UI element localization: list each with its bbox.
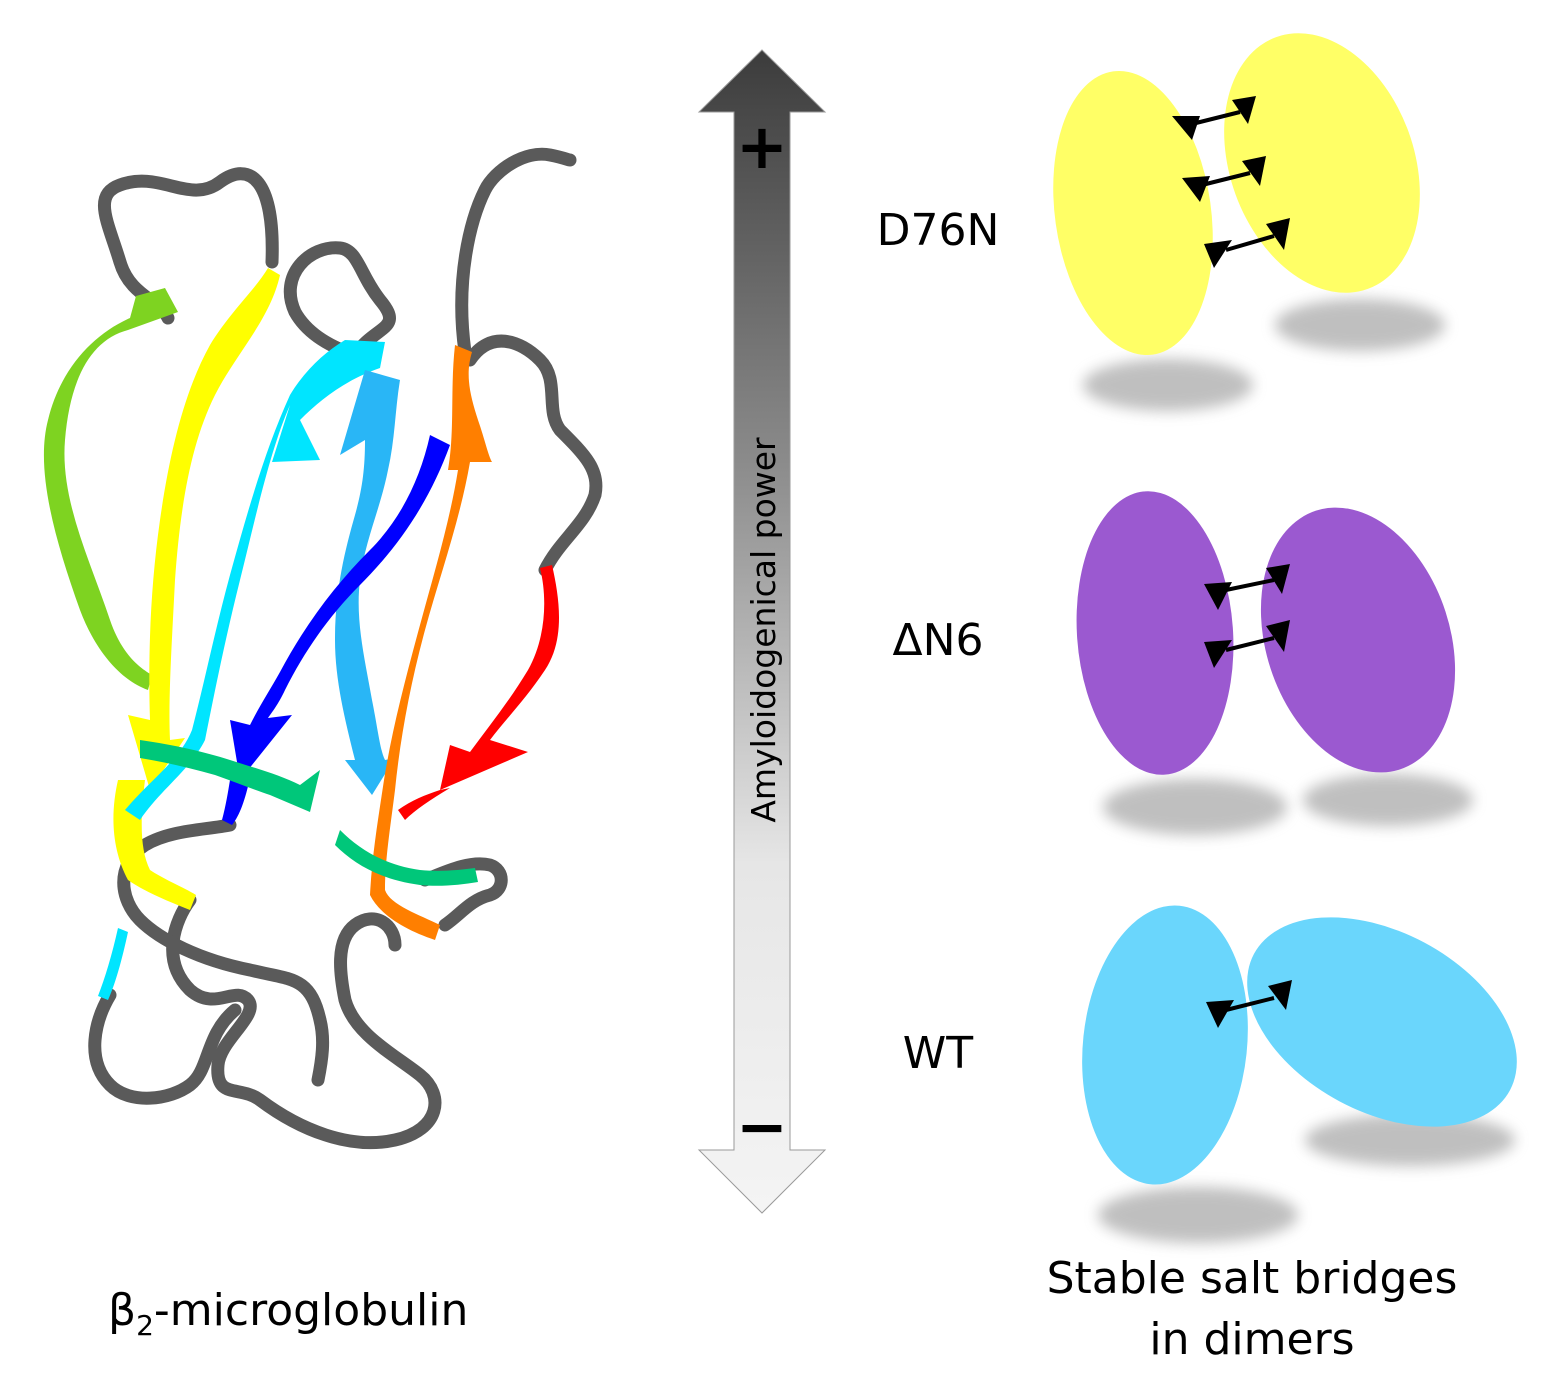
- strand-red-tail: [398, 788, 450, 820]
- strand-cyan-left: [125, 340, 385, 820]
- protein-name-suffix: -microglobulin: [154, 1285, 468, 1336]
- scale-label: Amyloidogenical power: [744, 437, 783, 823]
- caption-line-2: in dimers: [1149, 1314, 1354, 1365]
- dimer-shadow: [1098, 1187, 1298, 1243]
- dimer-dn6: [1076, 491, 1473, 835]
- strand-blue-tail: [222, 778, 250, 825]
- dimer-wt: [1082, 905, 1517, 1243]
- variant-label-wt: WT: [903, 1028, 974, 1079]
- protein-name-label: β2-microglobulin: [108, 1285, 468, 1342]
- dimer-shadow: [1303, 774, 1473, 826]
- beta-strands: [43, 268, 560, 1000]
- minus-symbol: −: [736, 1090, 788, 1163]
- protein-ribbon: [43, 147, 603, 1150]
- salt-bridge: [1206, 980, 1292, 1028]
- monomer-left: [1053, 70, 1213, 356]
- variant-label-d76n: D76N: [877, 205, 1000, 256]
- amyloidogenicity-arrow: + − Amyloidogenical power: [697, 49, 827, 1214]
- monomer-left: [1082, 905, 1248, 1185]
- strand-teal: [140, 740, 320, 812]
- plus-symbol: +: [736, 110, 788, 183]
- ribbon-loop: [463, 334, 603, 577]
- strand-blue: [230, 435, 450, 780]
- monomer-left: [1076, 491, 1234, 775]
- monomer-right: [1224, 33, 1420, 293]
- protein-name-prefix: β: [108, 1285, 136, 1336]
- salt-bridge: [1204, 218, 1290, 268]
- dimer-shadow: [1103, 779, 1287, 835]
- variant-label-dn6: ΔN6: [892, 615, 983, 666]
- salt-bridge: [1204, 620, 1290, 668]
- ribbon-loop: [117, 818, 330, 1087]
- ribbon-loop: [166, 893, 442, 1150]
- dimer-shadow: [1275, 299, 1445, 351]
- strand-lightblue: [335, 370, 400, 795]
- strand-cyan-bottom: [98, 928, 128, 1000]
- monomer-right: [1247, 917, 1517, 1127]
- protein-name-subscript: 2: [136, 1309, 154, 1342]
- ribbon-loop: [283, 241, 396, 362]
- dimer-shadow: [1083, 359, 1253, 411]
- strand-red: [440, 565, 560, 790]
- caption-line-1: Stable salt bridges: [1047, 1253, 1458, 1304]
- ribbon-loop: [455, 147, 577, 359]
- monomer-right: [1260, 507, 1456, 773]
- dimer-d76n: [1053, 33, 1445, 411]
- strand-green: [43, 288, 179, 690]
- ribbon-loops: [88, 147, 603, 1150]
- strand-yellow: [128, 268, 280, 790]
- ribbon-loop: [88, 988, 242, 1105]
- dimer-shadow: [1305, 1114, 1515, 1166]
- strand-orange: [370, 345, 492, 940]
- strand-teal-lower: [335, 830, 478, 886]
- double-arrow-body: [697, 49, 827, 1214]
- salt-bridge: [1182, 156, 1266, 202]
- salt-bridge: [1172, 96, 1256, 140]
- salt-bridge: [1204, 564, 1290, 610]
- ribbon-loop: [98, 167, 279, 325]
- ribbon-loop: [418, 857, 508, 932]
